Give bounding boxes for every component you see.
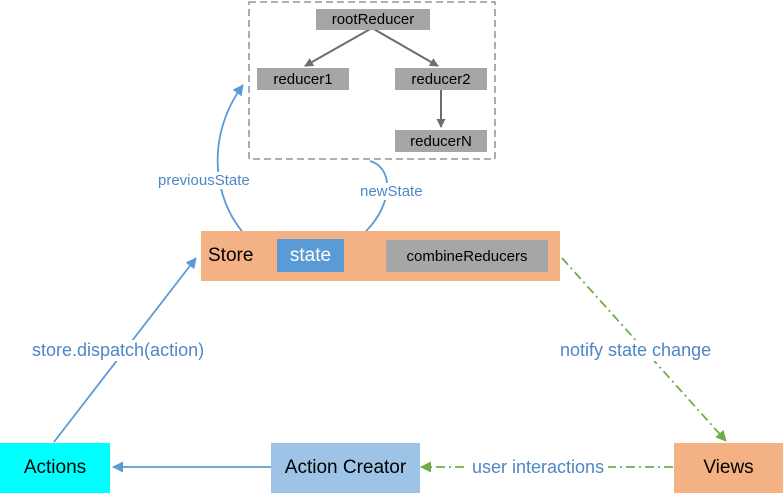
previous-state-label: previousState <box>157 172 251 189</box>
arrow-root-to-reducer1 <box>304 27 373 67</box>
notify-state-change-label: notify state change <box>558 340 714 361</box>
reducer2-box: reducer2 <box>395 68 487 90</box>
state-box: state <box>277 239 344 272</box>
combine-reducers-box: combineReducers <box>386 240 548 272</box>
store-label: Store <box>208 245 254 266</box>
actions-box: Actions <box>0 443 110 493</box>
user-interactions-label: user interactions <box>468 457 609 478</box>
arrow-root-to-reducer2 <box>371 27 439 67</box>
root-reducer-box: rootReducer <box>316 9 430 30</box>
action-creator-box: Action Creator <box>271 443 420 493</box>
reducerN-box: reducerN <box>395 130 487 152</box>
new-state-label: newState <box>358 183 425 200</box>
reducer-container-border <box>248 1 496 160</box>
dispatch-label: store.dispatch(action) <box>30 340 207 361</box>
views-box: Views <box>674 443 783 493</box>
reducer1-box: reducer1 <box>257 68 349 90</box>
